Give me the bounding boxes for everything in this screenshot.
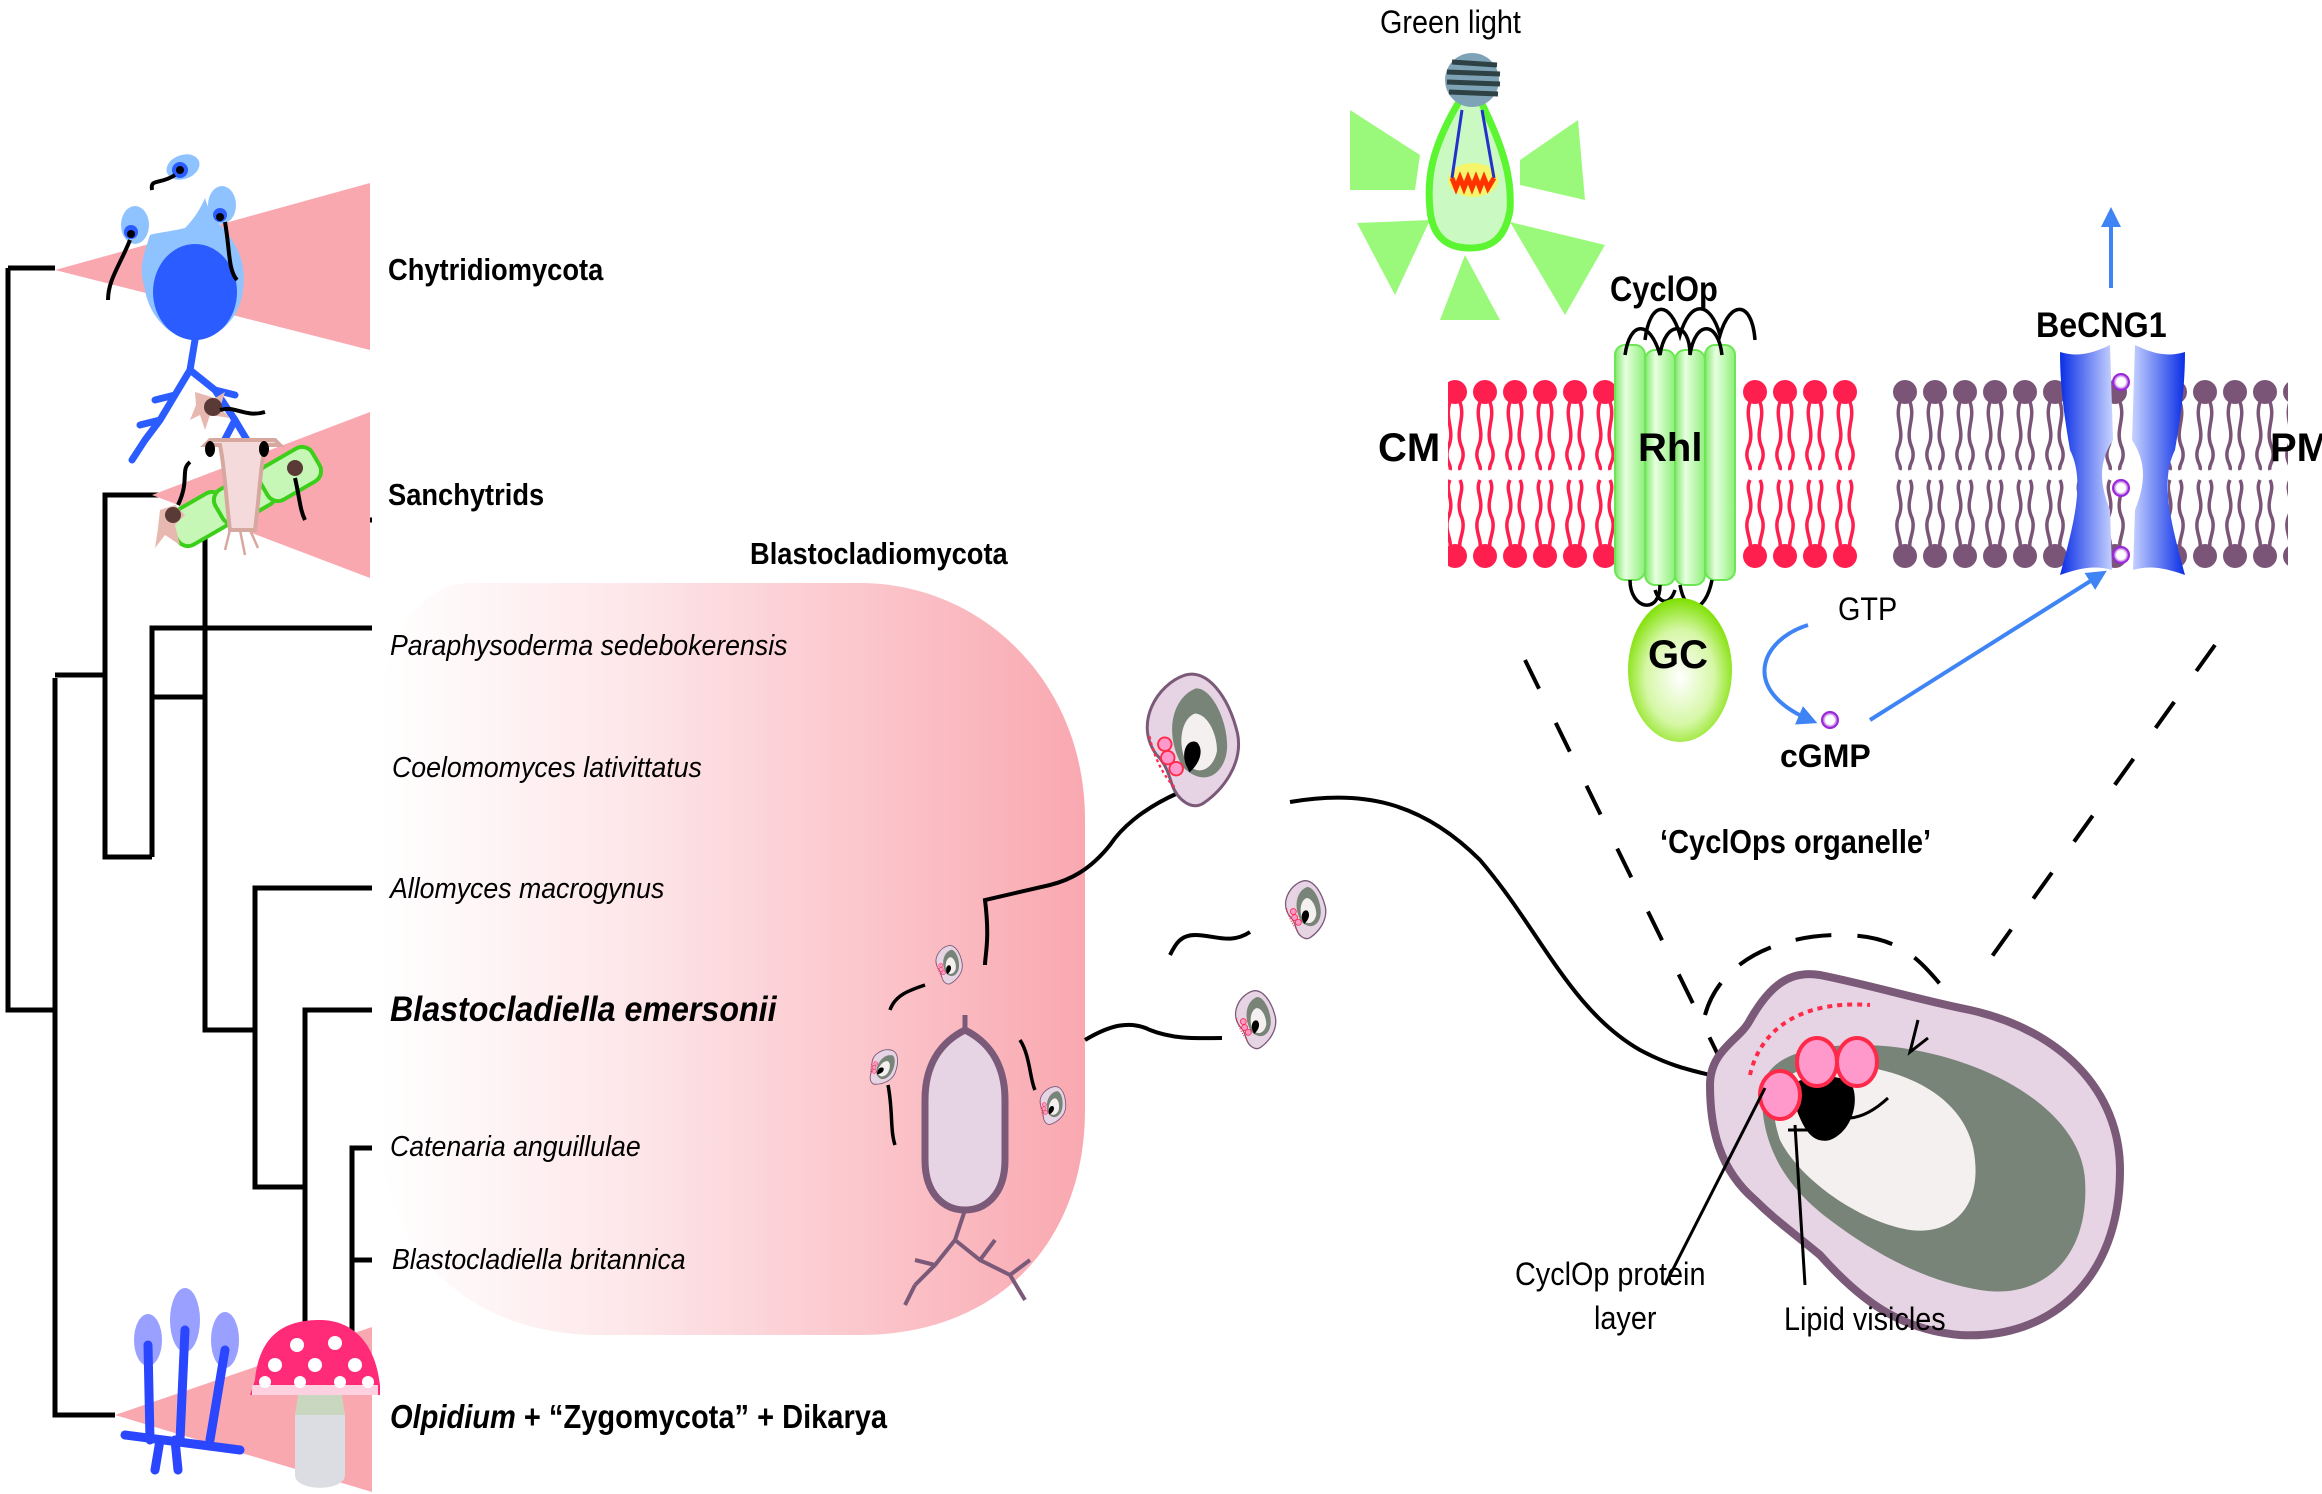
tree-branch-main	[52, 1010, 115, 1418]
cyclop-rhodopsin-helices	[1614, 307, 1757, 609]
becng1-label: BeCNG1	[2036, 306, 2167, 345]
organelle-title: ‘CyclOps organelle’	[1660, 823, 1932, 860]
sporangium-icon	[867, 942, 1070, 1306]
tree-branch-paraphysoderma	[149, 625, 372, 697]
zoospore-small-2	[1083, 985, 1287, 1053]
pm-label: PM	[2270, 426, 2322, 470]
tree-branch-allomyces	[252, 885, 372, 1030]
gtp-to-cgmp-arrow	[1762, 623, 1818, 725]
zoospore-small-1	[1168, 875, 1337, 956]
species-label: Blastocladiella britannica	[392, 1244, 686, 1276]
olpidium-italic: Olpidium	[390, 1398, 516, 1435]
clade-label-olpidium-dikarya: Olpidium + “Zygomycota” + Dikarya	[390, 1400, 887, 1433]
tree-branch-node5	[302, 1187, 352, 1337]
cm-lipid-bilayer-right	[1742, 380, 1862, 570]
clade-label-chytridiomycota: Chytridiomycota	[388, 252, 604, 287]
species-label: Coelomomyces lativittatus	[392, 752, 702, 784]
cm-label: CM	[1378, 426, 1441, 470]
chytrid-icon	[106, 154, 254, 464]
callout-line-lipid-vesicles	[1793, 1124, 1807, 1286]
zoospore-large	[982, 662, 1263, 966]
long-flagellum	[1289, 795, 1711, 1077]
tree-branch-emersonii	[302, 1007, 372, 1187]
tree-branch-node3	[202, 698, 255, 1033]
cgmp-to-channel-arrow	[1868, 570, 2107, 722]
tree-branch-node4	[252, 1030, 305, 1190]
tree-branch-sanchytrid-node	[55, 492, 170, 678]
zygomycota-dikarya-text: + “Zygomycota” + Dikarya	[515, 1398, 888, 1435]
gtp-label: GTP	[1838, 591, 1898, 627]
mushroom-and-mold-icon	[120, 1288, 380, 1488]
zoom-guide-right	[1973, 643, 2217, 982]
becng1-channel	[2060, 345, 2185, 575]
callout-line-protein-layer	[1663, 1087, 1767, 1286]
tree-branch-catenaria	[349, 1145, 372, 1334]
green-light-label: Green light	[1380, 4, 1521, 40]
cgmp-label: cGMP	[1780, 738, 1871, 774]
light-bulb-icon	[1350, 53, 1605, 320]
guanylyl-cyclase-domain	[1628, 598, 1732, 742]
organelle-dashed-outline	[1703, 932, 1947, 1016]
species-label: Paraphysoderma sedebokerensis	[390, 630, 788, 662]
rhl-label: Rhl	[1638, 426, 1703, 470]
species-label-highlighted: Blastocladiella emersonii	[390, 990, 777, 1029]
tree-branch-node2	[149, 694, 208, 857]
sanchytrid-icon	[155, 392, 324, 556]
callout-protein-layer-line2: layer	[1594, 1300, 1657, 1336]
clade-label-blastocladiomycota: Blastocladiomycota	[750, 536, 1008, 571]
cgmp-molecule	[1821, 711, 1839, 729]
zoom-guide-left	[1523, 659, 1747, 1111]
gc-label: GC	[1648, 633, 1708, 677]
species-label: Catenaria anguillulae	[390, 1131, 641, 1163]
species-label: Allomyces macrogynus	[390, 873, 665, 905]
zoospore-cell-detail	[1663, 970, 2125, 1340]
tree-branch-root	[5, 268, 55, 1013]
pm-lipid-bilayer-right	[2168, 380, 2288, 570]
clade-label-sanchytrids: Sanchytrids	[388, 477, 545, 512]
tree-branch-britannica	[349, 1257, 372, 1334]
callout-lipid-vesicles: Lipid visicles	[1784, 1301, 1946, 1337]
cyclop-label: CyclOp	[1610, 270, 1718, 309]
tree-branch-blasto-stem	[102, 675, 152, 860]
clade-blob-blastocladiomycota	[380, 583, 1085, 1335]
callout-protein-layer-line1: CyclOp protein	[1515, 1256, 1706, 1292]
